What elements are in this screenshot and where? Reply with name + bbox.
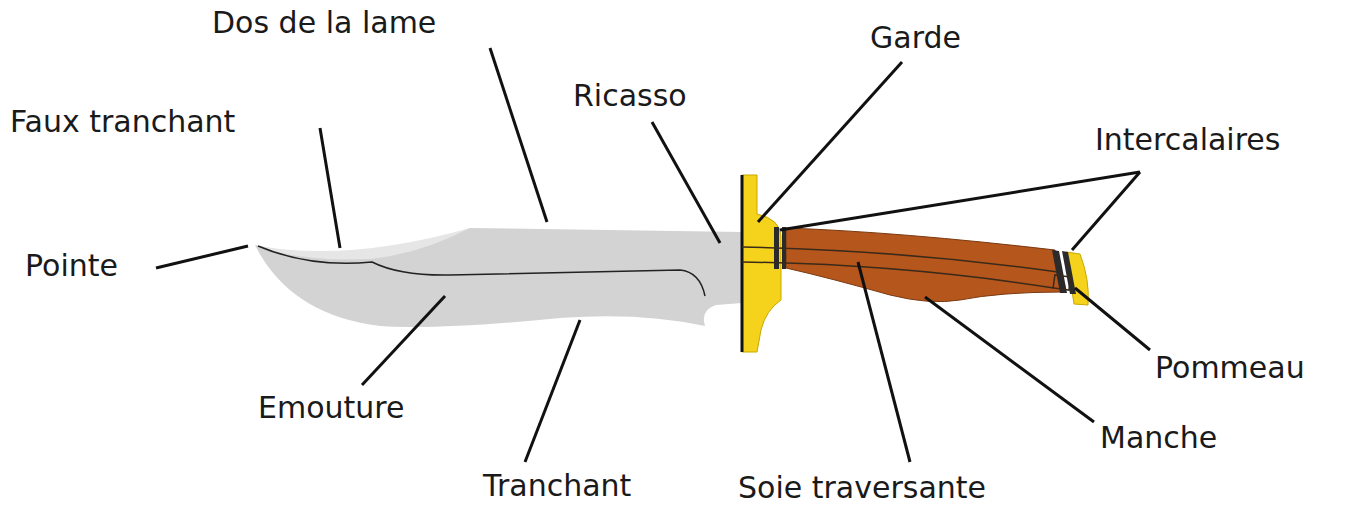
part-label: Garde (870, 20, 961, 56)
part-label: Emouture (258, 390, 404, 426)
leader-line (320, 128, 340, 248)
leader-line (758, 62, 902, 222)
leader-line (780, 172, 1140, 230)
leader-line (525, 320, 580, 462)
blade (255, 228, 742, 327)
part-label: Dos de la lame (212, 5, 436, 41)
part-label: Pointe (25, 248, 118, 284)
leader-line (925, 297, 1094, 422)
leader-line (362, 296, 445, 385)
part-label: Pommeau (1155, 350, 1305, 386)
part-label: Tranchant (483, 468, 631, 504)
part-label: Manche (1100, 420, 1217, 456)
part-label: Ricasso (573, 78, 687, 114)
tang-end (1053, 275, 1071, 290)
tang-line (742, 262, 1054, 288)
leader-line (490, 48, 547, 222)
part-label: Soie traversante (738, 470, 986, 506)
tang-line (742, 247, 1058, 272)
part-label: Intercalaires (1095, 122, 1280, 158)
part-label: Faux tranchant (10, 104, 235, 140)
false-edge-bevel (258, 228, 470, 259)
leader-line (1072, 172, 1140, 250)
leader-line (1075, 288, 1150, 350)
guard-edge (741, 175, 744, 352)
leader-line (858, 262, 910, 462)
leader-line (156, 246, 248, 268)
grind-line (258, 246, 705, 296)
leader-line (652, 122, 720, 243)
